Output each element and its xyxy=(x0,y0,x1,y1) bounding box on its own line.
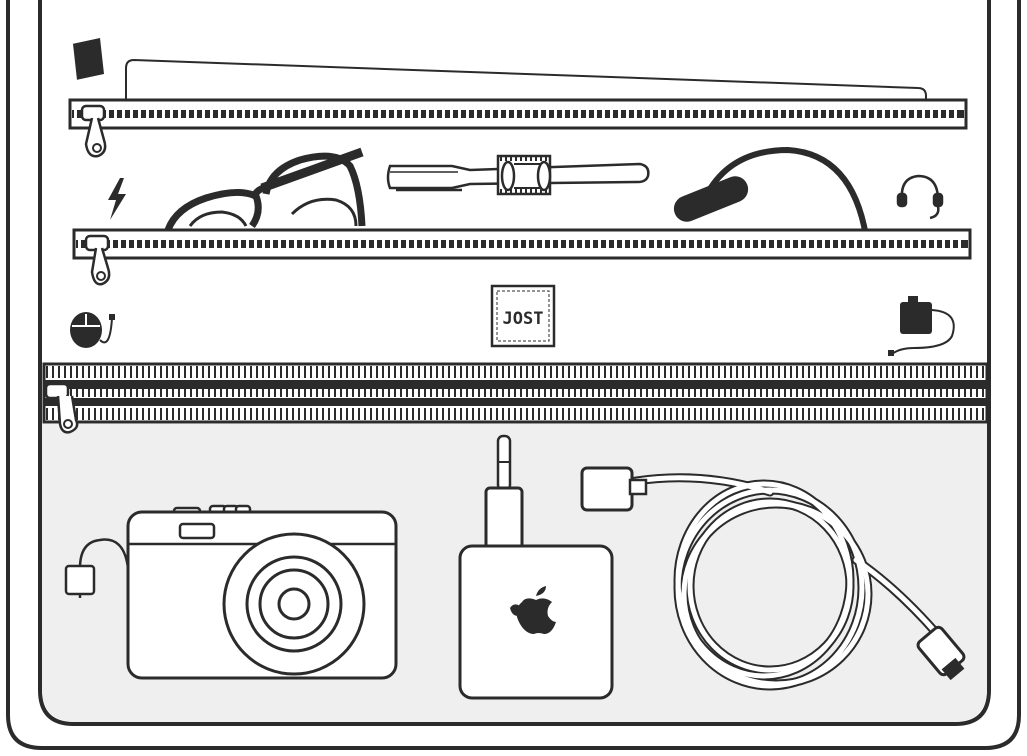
mouse-icon xyxy=(70,312,115,348)
headphones-icon xyxy=(896,174,944,220)
middle-zipper xyxy=(72,228,972,260)
glasses xyxy=(164,147,366,232)
cable-lightning-connector xyxy=(916,625,966,681)
bag-outer-frame xyxy=(6,0,1021,750)
pen-clip xyxy=(496,154,552,196)
camera-cable xyxy=(64,538,130,598)
top-zipper-pull[interactable] xyxy=(80,104,107,158)
middle-zipper-pull[interactable] xyxy=(84,234,111,286)
ear-hook xyxy=(673,146,869,237)
cable-usb-connector xyxy=(580,466,648,512)
bag-inner-panel xyxy=(38,0,991,726)
top-pocket-flap xyxy=(125,58,927,102)
camera xyxy=(126,504,398,680)
notebook-icon xyxy=(71,38,104,81)
top-zipper xyxy=(68,98,968,130)
brand-logo-text: JOST xyxy=(503,309,544,329)
power-adapter-icon xyxy=(888,296,955,356)
brand-logo-tag: JOST xyxy=(490,284,556,348)
lower-zipper-pull[interactable] xyxy=(44,382,79,434)
apple-logo-icon xyxy=(510,586,556,634)
lightning-icon xyxy=(108,178,126,220)
lower-zipper xyxy=(42,362,989,424)
